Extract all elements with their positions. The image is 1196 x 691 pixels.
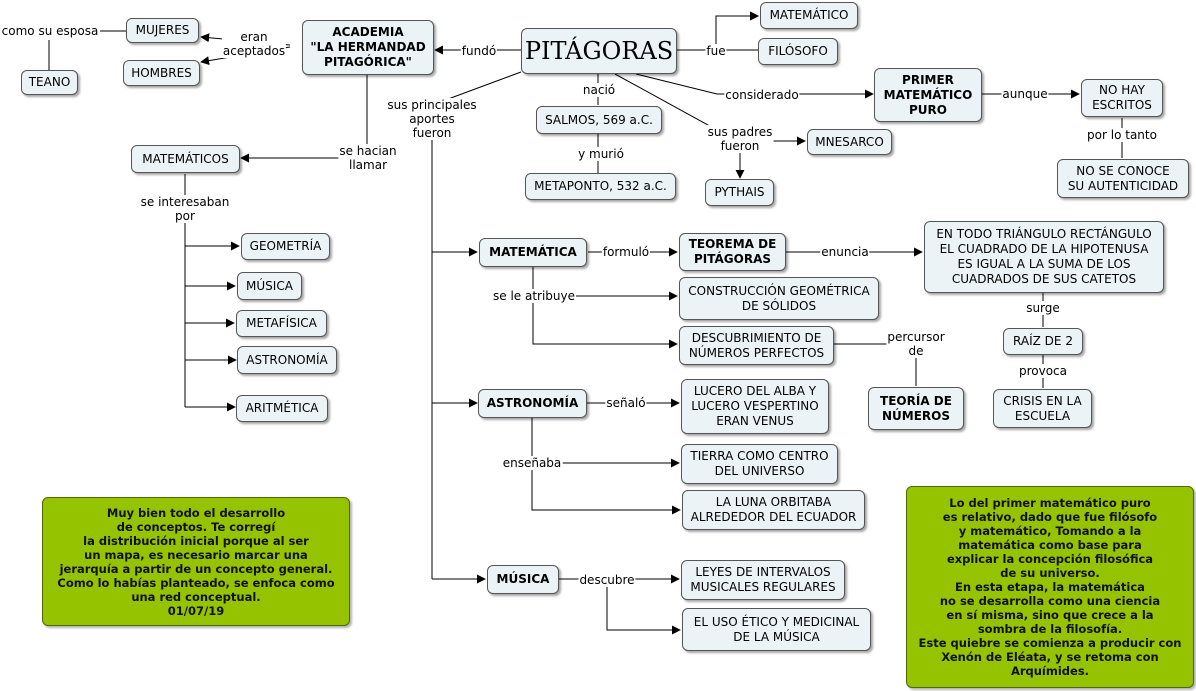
link-considerado	[635, 73, 874, 99]
label-aunque: aunque	[1001, 87, 1049, 101]
node-hombres[interactable]: HOMBRES	[123, 60, 200, 86]
node-filosofo[interactable]: FILÓSOFO	[758, 38, 838, 65]
label-descubre: descubre	[578, 573, 636, 587]
label-fundo: fundó	[460, 44, 498, 58]
node-no-hay-escritos[interactable]: NO HAY ESCRITOS	[1081, 79, 1163, 117]
link-teano	[48, 30, 126, 70]
node-crisis[interactable]: CRISIS EN LA ESCUELA	[993, 389, 1092, 428]
node-luna[interactable]: LA LUNA ORBITABA ALREDEDOR DEL ECUADOR	[682, 490, 865, 530]
node-metafisica[interactable]: METAFÍSICA	[236, 310, 327, 337]
node-numeros-perfectos[interactable]: DESCUBRIMIENTO DE NÚMEROS PERFECTOS	[679, 326, 834, 365]
label-se-interesaban-por: se interesaban por	[139, 195, 231, 223]
label-fue: fue	[705, 44, 727, 58]
label-nacio: nació	[581, 83, 617, 97]
node-musica[interactable]: MÚSICA	[487, 565, 559, 594]
note-left: Muy bien todo el desarrollo de conceptos…	[42, 497, 350, 626]
node-astronomia[interactable]: ASTRONOMÍA	[478, 389, 587, 418]
node-no-autenticidad[interactable]: NO SE CONOCE SU AUTENTICIDAD	[1057, 159, 1189, 198]
node-enunciado[interactable]: EN TODO TRIÁNGULO RECTÁNGULO EL CUADRADO…	[924, 221, 1164, 293]
node-geometria[interactable]: GEOMETRÍA	[241, 233, 330, 260]
label-eran-aceptados: eran aceptados	[221, 30, 287, 58]
node-astronomia-small[interactable]: ASTRONOMÍA	[237, 346, 337, 374]
label-ensenaba: enseñaba	[501, 456, 563, 470]
label-considerado: considerado	[724, 88, 800, 102]
node-mnesarco[interactable]: MNESARCO	[807, 129, 892, 155]
node-mujeres[interactable]: MUJERES	[126, 18, 199, 43]
node-matematica[interactable]: MATEMÁTICA	[479, 238, 587, 267]
label-y-murio: y murió	[577, 147, 625, 161]
node-musica-small[interactable]: MÚSICA	[237, 272, 302, 300]
node-uso-etico[interactable]: EL USO ÉTICO Y MEDICINAL DE LA MÚSICA	[682, 608, 871, 651]
node-metaponto[interactable]: METAPONTO, 532 a.C.	[525, 173, 676, 200]
node-teano[interactable]: TEANO	[21, 70, 78, 95]
label-como-su-esposa: como su esposa	[0, 24, 100, 38]
node-teoria-numeros[interactable]: TEORÍA DE NÚMEROS	[868, 387, 964, 430]
node-pythais[interactable]: PYTHAIS	[705, 179, 774, 206]
node-salmos[interactable]: SALMOS, 569 a.C.	[536, 106, 662, 134]
label-enuncia: enuncia	[820, 245, 870, 259]
node-raiz[interactable]: RAÍZ DE 2	[1003, 328, 1083, 355]
label-percursor-de: percursor de	[886, 330, 946, 358]
node-aritmetica[interactable]: ARITMÉTICA	[236, 395, 328, 422]
node-construccion[interactable]: CONSTRUCCIÓN GEOMÉTRICA DE SÓLIDOS	[679, 277, 879, 320]
node-tierra[interactable]: TIERRA COMO CENTRO DEL UNIVERSO	[681, 444, 838, 484]
node-matematicos[interactable]: MATEMÁTICOS	[131, 145, 240, 173]
label-sus-padres-fueron: sus padres fueron	[706, 125, 774, 153]
link-aportes	[431, 71, 522, 579]
link-ensenaba	[531, 417, 681, 515]
node-lucero[interactable]: LUCERO DEL ALBA Y LUCERO VESPERTINO ERAN…	[681, 379, 829, 434]
label-provoca: provoca	[1017, 364, 1069, 378]
node-leyes[interactable]: LEYES DE INTERVALOS MUSICALES REGULARES	[681, 560, 845, 600]
label-sus-principales-aportes: sus principales aportes fueron	[386, 98, 478, 140]
node-academia[interactable]: ACADEMIA "LA HERMANDAD PITAGÓRICA"	[302, 20, 434, 75]
label-se-le-atribuye: se le atribuye	[491, 289, 577, 303]
node-teorema[interactable]: TEOREMA DE PITÁGORAS	[679, 233, 786, 271]
label-formulo: formuló	[601, 245, 651, 259]
label-por-lo-tanto: por lo tanto	[1086, 128, 1158, 142]
node-primer-matematico[interactable]: PRIMER MATEMÁTICO PURO	[874, 68, 982, 122]
node-matematico[interactable]: MATEMÁTICO	[760, 2, 858, 29]
node-pitagoras[interactable]: PITÁGORAS	[521, 28, 677, 74]
link-atribuye	[532, 266, 678, 349]
label-senalo: señaló	[605, 396, 647, 410]
label-se-hacian-llamar: se hacian llamar	[338, 144, 398, 172]
note-right: Lo del primer matemático puro es relativ…	[906, 486, 1194, 688]
label-surge: surge	[1025, 301, 1061, 315]
